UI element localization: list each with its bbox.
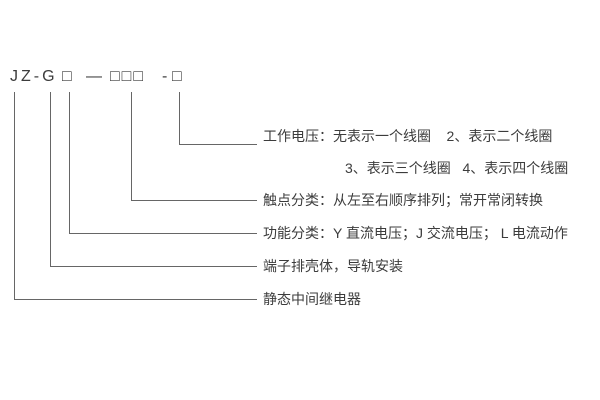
model-voltage-box: □ [172, 68, 185, 85]
model-contact-boxes: □□□ [110, 68, 145, 85]
housing-label: 端子排壳体，导轨安装 [263, 258, 403, 274]
model-dash-2: - [162, 68, 171, 85]
model-prefix: JZ-G [10, 68, 58, 85]
model-function-box: □ [62, 68, 75, 85]
leader-line-function-class [69, 92, 257, 234]
leader-line-relay-type [14, 92, 257, 300]
model-dash-1: — [86, 68, 105, 85]
function-class-label: 功能分类：Y 直流电压；J 交流电压； L 电流动作 [263, 225, 568, 241]
relay-type-label: 静态中间继电器 [263, 291, 361, 307]
working-voltage-label-line2: 3、表示三个线圈 4、表示四个线圈 [345, 160, 569, 176]
leader-line-contact-class [131, 92, 257, 201]
leader-line-housing [50, 92, 257, 267]
contact-class-label: 触点分类：从左至右顺序排列；常开常闭转换 [263, 192, 543, 208]
working-voltage-label-line1: 工作电压：无表示一个线圈 2、表示二个线圈 [263, 128, 553, 144]
leader-line-working-voltage [179, 92, 257, 145]
